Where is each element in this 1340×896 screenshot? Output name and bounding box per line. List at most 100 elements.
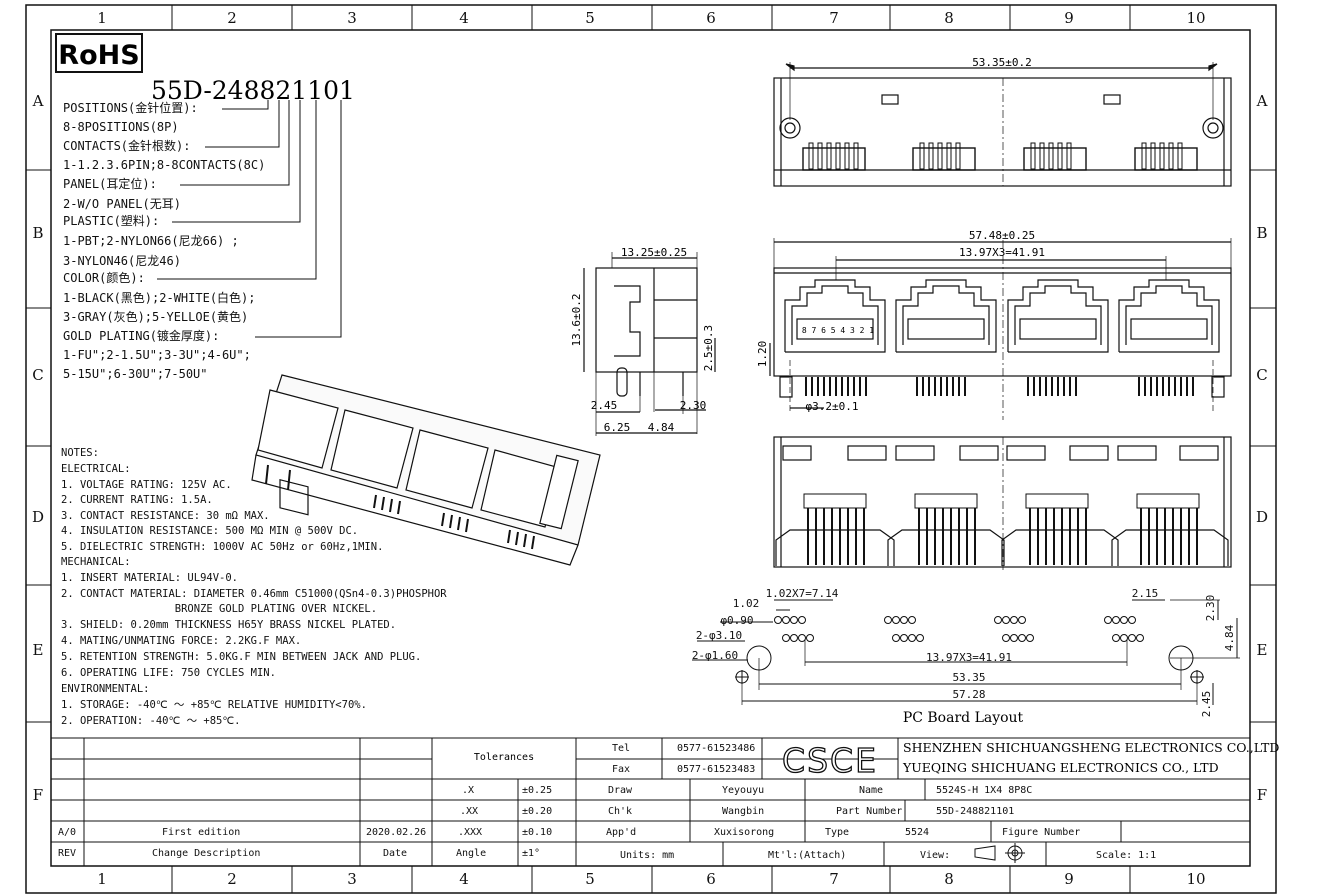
row-label-c: C (32, 366, 43, 384)
tol-key: .X (462, 785, 474, 796)
row-label-a-right: A (1256, 92, 1268, 110)
col-label-6-bottom: 6 (706, 870, 716, 888)
column-ticks (26, 5, 1276, 893)
dim-front-h: 1.20 (756, 341, 769, 368)
notes-block: NOTES: ELECTRICAL: 1. VOLTAGE RATING: 12… (61, 447, 447, 727)
part-number-value: 55D-248821101 (936, 806, 1014, 817)
col-label-1: 1 (97, 9, 107, 27)
units-label: Units: mm (620, 850, 674, 861)
side-view (583, 252, 716, 436)
inner-frame (50, 29, 1251, 867)
row-label-e-right: E (1257, 641, 1268, 659)
col-label-8-bottom: 8 (944, 870, 954, 888)
isometric-connector-view (251, 374, 601, 566)
note-line: 2. OPERATION: -40℃ ～ +85℃. (61, 715, 240, 727)
type-label: Type (825, 827, 849, 838)
col-label-10: 10 (1186, 9, 1205, 27)
front-view-pins (805, 377, 1194, 396)
dim-pcb-245: 2.45 (1200, 691, 1213, 718)
row-label-c-right: C (1256, 366, 1267, 384)
bottom-view-pins (807, 508, 1198, 565)
top-view (773, 62, 1232, 187)
col-label-9: 9 (1064, 9, 1074, 27)
note-line: 3. CONTACT RESISTANCE: 30 mΩ MAX. (61, 510, 270, 522)
front-port-2 (895, 279, 997, 353)
front-pin-numbers: 8 7 6 5 4 3 2 1 (802, 326, 874, 335)
legend-line: 1-1.2.3.6PIN;8-8CONTACTS(8C) (63, 158, 265, 172)
front-port-3 (1007, 279, 1109, 353)
row-label-a: A (32, 92, 44, 110)
legend-line: PANEL(耳定位): (63, 176, 157, 191)
note-line: NOTES: (61, 447, 99, 459)
note-line: 1. STORAGE: -40℃ ～ +85℃ RELATIVE HUMIDIT… (61, 699, 367, 711)
note-line: 2. CURRENT RATING: 1.5A. (61, 494, 213, 506)
row-label-b: B (32, 224, 43, 242)
date-header: Date (383, 848, 407, 859)
rev-description: First edition (162, 827, 240, 838)
dim-side-b3: 6.25 (604, 421, 631, 434)
row-label-d-right: D (1256, 508, 1268, 526)
dim-side-width: 13.25±0.25 (621, 246, 687, 259)
legend-line: 3-NYLON46(尼龙46) (63, 254, 181, 268)
fax-value: 0577-61523483 (677, 764, 755, 775)
legend-line: 3-GRAY(灰色);5-YELLOE(黄色) (63, 310, 248, 324)
pcb-layout-title: PC Board Layout (903, 710, 1024, 726)
note-line: 5. RETENTION STRENGTH: 5.0KG.F MIN BETWE… (61, 651, 421, 663)
note-line: 2. CONTACT MATERIAL: DIAMETER 0.46mm C51… (61, 588, 447, 600)
dim-side-small: 2.5±0.3 (702, 325, 715, 371)
dim-pcb-090: φ0.90 (720, 614, 753, 627)
dim-side-b4: 4.84 (648, 421, 675, 434)
tolerances-label: Tolerances (474, 752, 534, 763)
row-label-d: D (32, 508, 44, 526)
name-value: 5524S-H 1X4 8P8C (936, 785, 1032, 796)
tel-label: Tel (612, 743, 630, 754)
change-description-header: Change Description (152, 848, 260, 859)
pcb-layout (692, 599, 1240, 705)
draw-value: Yeyouyu (722, 785, 764, 796)
tol-value: ±0.25 (522, 785, 552, 796)
view-label: View: (920, 850, 950, 861)
legend-line: GOLD PLATING(镀金厚度): (63, 328, 219, 343)
tel-value: 0577-61523486 (677, 743, 755, 754)
col-label-3-bottom: 3 (347, 870, 357, 888)
col-label-2: 2 (227, 9, 237, 27)
legend-line: POSITIONS(金针位置): (63, 100, 198, 115)
note-line: BRONZE GOLD PLATING OVER NICKEL. (61, 603, 377, 615)
note-line: 1. INSERT MATERIAL: UL94V-0. (61, 572, 238, 584)
col-label-5: 5 (585, 9, 595, 27)
dim-pcb-160: 2-φ1.60 (692, 649, 738, 662)
figure-number-label: Figure Number (1002, 827, 1080, 838)
legend-line: 8-8POSITIONS(8P) (63, 120, 179, 134)
part-code-callouts (157, 100, 342, 338)
dim-front-pitch: 13.97X3=41.91 (959, 246, 1045, 259)
company-name-2: YUEQING SHICHUANG ELECTRONICS CO., LTD (902, 760, 1219, 775)
row-label-f: F (33, 786, 43, 804)
tol-value: ±0.10 (522, 827, 552, 838)
outer-frame (25, 4, 1277, 894)
note-line: MECHANICAL: (61, 556, 131, 568)
csce-logo: CSCE (782, 741, 878, 780)
note-line: ENVIRONMENTAL: (61, 683, 150, 695)
dim-side-height: 13.6±0.2 (570, 294, 583, 347)
col-label-5-bottom: 5 (585, 870, 595, 888)
dim-side-b1: 2.45 (591, 399, 618, 412)
col-label-6: 6 (706, 9, 716, 27)
iso-port (330, 409, 414, 489)
projection-symbol-icon (974, 843, 1025, 863)
check-label: Ch'k (608, 806, 632, 817)
iso-port (480, 449, 561, 528)
col-label-4: 4 (459, 9, 469, 27)
iso-port (257, 389, 339, 516)
legend-line: 1-FU";2-1.5U";3-3U";4-6U"; (63, 348, 251, 362)
top-view-pins (808, 142, 1183, 170)
ordering-legend: POSITIONS(金针位置): 8-8POSITIONS(8P) CONTAC… (63, 100, 265, 381)
col-label-10-bottom: 10 (1186, 870, 1205, 888)
dim-pcb-230: 2.30 (1204, 595, 1217, 622)
pcb-holes-group (774, 616, 1144, 642)
fax-label: Fax (612, 764, 630, 775)
dim-pcb-pitch: 1.02X7=7.14 (766, 587, 839, 600)
scale-label: Scale: 1:1 (1096, 850, 1156, 861)
dim-side-b2: 2.30 (680, 399, 707, 412)
col-label-2-bottom: 2 (227, 870, 237, 888)
legend-line: 1-PBT;2-NYLON66(尼龙66) ; (63, 234, 239, 248)
